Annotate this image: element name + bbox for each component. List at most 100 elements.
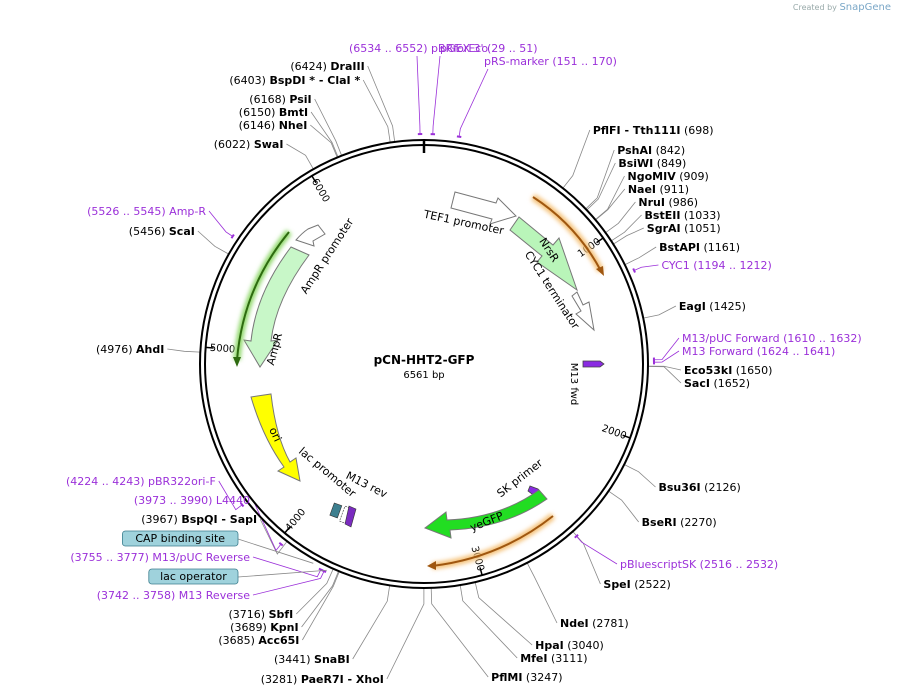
- leader-ndei: [526, 562, 558, 624]
- tick-label-5000: 5000: [209, 343, 235, 356]
- enzyme-label-sbfi[interactable]: (3716) SbfI: [228, 608, 293, 621]
- primer-label-prs-marker[interactable]: pRS-marker (151 .. 170): [484, 55, 617, 68]
- primer-label-l4440[interactable]: (3973 .. 3990) L4440: [134, 494, 250, 507]
- leader-nhei: [310, 124, 338, 158]
- enzyme-label-bspdi[interactable]: (6403) BspDI * - ClaI *: [229, 74, 360, 87]
- primer-label-amp-r[interactable]: (5526 .. 5545) Amp-R: [87, 205, 206, 218]
- enzyme-label-bsiwi[interactable]: BsiWI (849): [618, 157, 686, 170]
- enzyme-label-bmti[interactable]: (6150) BmtI: [239, 106, 308, 119]
- enzyme-label-bsteii[interactable]: BstEII (1033): [645, 209, 721, 222]
- enzyme-label-bspqi[interactable]: (3967) BspQI - SapI: [141, 513, 257, 526]
- tick-mark-6000: [311, 175, 317, 184]
- leader-bseri: [608, 490, 639, 523]
- primer-label-pbluescriptsk[interactable]: pBluescriptSK (2516 .. 2532): [620, 558, 778, 571]
- feature-m13-fwd[interactable]: [582, 360, 605, 368]
- enzyme-label-mfei[interactable]: MfeI (3111): [520, 652, 587, 665]
- leader-cap-binding-site: [237, 538, 314, 564]
- enzyme-label-hpai[interactable]: HpaI (3040): [535, 639, 604, 652]
- primer-label-pbrforeco[interactable]: (6534 .. 6552) pBRforEco: [349, 42, 488, 55]
- orf-arrow-ampr: [236, 231, 290, 361]
- primer-label-m13-forward[interactable]: M13 Forward (1624 .. 1641): [682, 345, 835, 358]
- feature-ampr[interactable]: [243, 246, 310, 368]
- enzyme-label-bstapi[interactable]: BstAPI (1161): [659, 241, 740, 254]
- leader-pflmi: [430, 587, 489, 678]
- enzyme-label-sgrai[interactable]: SgrAI (1051): [647, 222, 721, 235]
- enzyme-label-ngomiv[interactable]: NgoMIV (909): [628, 170, 709, 183]
- orf-arrowhead-yegfp: [427, 561, 436, 570]
- enzyme-label-ndei[interactable]: NdeI (2781): [560, 617, 629, 630]
- enzyme-labels: PflFI - Tth111I (698) PshAI (842)BsiWI (8…: [96, 60, 772, 686]
- boxed-label-lac-operator[interactable]: lac operator: [160, 570, 227, 583]
- enzyme-label-eagi[interactable]: EagI (1425): [679, 300, 746, 313]
- primer-label-pgex-3[interactable]: pGEX 3' (29 .. 51): [440, 42, 538, 55]
- tick-label-6000: 6000: [309, 177, 331, 204]
- enzyme-label-nrui[interactable]: NruI (986): [638, 196, 698, 209]
- leader-swai: [286, 143, 314, 170]
- enzyme-label-bsu36i[interactable]: Bsu36I (2126): [658, 481, 740, 494]
- boxed-label-bg-cap-binding-site: [122, 530, 239, 547]
- primer-label-m13-reverse[interactable]: (3742 .. 3758) M13 Reverse: [97, 589, 250, 602]
- tick-label-2000: 2000: [600, 423, 628, 442]
- enzyme-label-pflfi[interactable]: PflFI - Tth111I (698): [593, 124, 714, 137]
- enzyme-label-bseri[interactable]: BseRI (2270): [642, 516, 717, 529]
- feature-ampr-promoter[interactable]: [295, 224, 326, 247]
- enzyme-label-saci[interactable]: SacI (1652): [684, 377, 750, 390]
- primer-label-pbr322ori-f[interactable]: (4224 .. 4243) pBR322ori-F: [66, 475, 216, 488]
- enzyme-label-acc65i[interactable]: (3685) Acc65I: [218, 634, 299, 647]
- enzyme-label-swai[interactable]: (6022) SwaI: [214, 138, 284, 151]
- feature-m13-rev[interactable]: [344, 505, 357, 528]
- feature-tef1-promoter[interactable]: [450, 191, 517, 225]
- primer-labels: CYC1 (1194 .. 1212) M13/pUC Forward (1610…: [66, 42, 862, 602]
- leader-ahdi: [167, 348, 201, 353]
- tick-mark-4000: [284, 526, 291, 534]
- leader-kpni: [301, 570, 339, 628]
- feature-ori[interactable]: [250, 393, 301, 482]
- feature-cap-site[interactable]: [329, 502, 343, 519]
- boxed-feature-labels: CAP binding site lac operator: [122, 530, 239, 585]
- primer-label-m13-puc-reverse[interactable]: (3755 .. 3777) M13/pUC Reverse: [70, 551, 250, 564]
- tick-mark-2000: [622, 434, 631, 439]
- enzyme-label-pflmi[interactable]: PflMI (3247): [491, 671, 562, 684]
- enzyme-label-scai[interactable]: (5456) ScaI: [129, 225, 195, 238]
- leader-nrui: [605, 201, 636, 233]
- enzyme-label-ahdi[interactable]: (4976) AhdI: [96, 343, 164, 356]
- enzyme-label-naei[interactable]: NaeI (911): [628, 183, 689, 196]
- tick-mark-3000: [479, 567, 483, 576]
- leader-snabi: [352, 585, 391, 660]
- enzyme-label-nhei[interactable]: (6146) NheI: [239, 119, 308, 132]
- feature-cyc1-terminator[interactable]: [571, 291, 595, 332]
- boxed-label-bg-lac-operator: [148, 568, 239, 585]
- leader-saci: [647, 366, 682, 384]
- primer-leader-pgex-3: [432, 55, 441, 135]
- boxed-label-cap-binding-site[interactable]: CAP binding site: [135, 532, 225, 545]
- tick-mark-1000: [596, 237, 604, 244]
- enzyme-label-snabi[interactable]: (3441) SnaBI: [274, 653, 350, 666]
- primer-leader-pbluescriptsk: [576, 535, 618, 565]
- primer-leader-m13-puc-reverse: [252, 556, 322, 578]
- leader-hpai: [474, 581, 533, 646]
- feature-nrsr[interactable]: [509, 216, 578, 292]
- leader-eco53ki: [647, 365, 682, 371]
- tick-mark-5000: [205, 346, 214, 349]
- enzyme-label-spei[interactable]: SpeI (2522): [603, 578, 670, 591]
- leader-ngomiv: [595, 175, 625, 220]
- orf-arrow-yegfp: [431, 515, 554, 567]
- enzyme-label-pshai[interactable]: PshAI (842): [617, 144, 685, 157]
- leader-pflfi: [562, 129, 591, 189]
- enzyme-label-draiii[interactable]: (6424) DraIII: [290, 60, 364, 73]
- orf-arrowhead-ampr: [233, 357, 241, 367]
- primer-site-prs-marker: [456, 135, 462, 139]
- leader-naei: [595, 188, 626, 221]
- primer-label-cyc1[interactable]: CYC1 (1194 .. 1212): [661, 259, 771, 272]
- enzyme-label-kpni[interactable]: (3689) KpnI: [230, 621, 298, 634]
- feature-yegfp[interactable]: [423, 489, 548, 539]
- primer-label-m13-puc-forward[interactable]: M13/pUC Forward (1610 .. 1632): [682, 332, 862, 345]
- leader-psii: [314, 98, 343, 156]
- enzyme-label-paer7i[interactable]: (3281) PaeR7I - XhoI: [261, 673, 384, 686]
- credit-prefix: Created by: [792, 3, 837, 12]
- enzyme-label-psii[interactable]: (6168) PsiI: [249, 93, 311, 106]
- leader-paer7i: [386, 587, 425, 680]
- snapgene-logo: SnapGene: [839, 2, 891, 13]
- snapgene-credit: Created by SnapGene: [793, 2, 891, 13]
- enzyme-label-eco53ki[interactable]: Eco53kI (1650): [684, 364, 772, 377]
